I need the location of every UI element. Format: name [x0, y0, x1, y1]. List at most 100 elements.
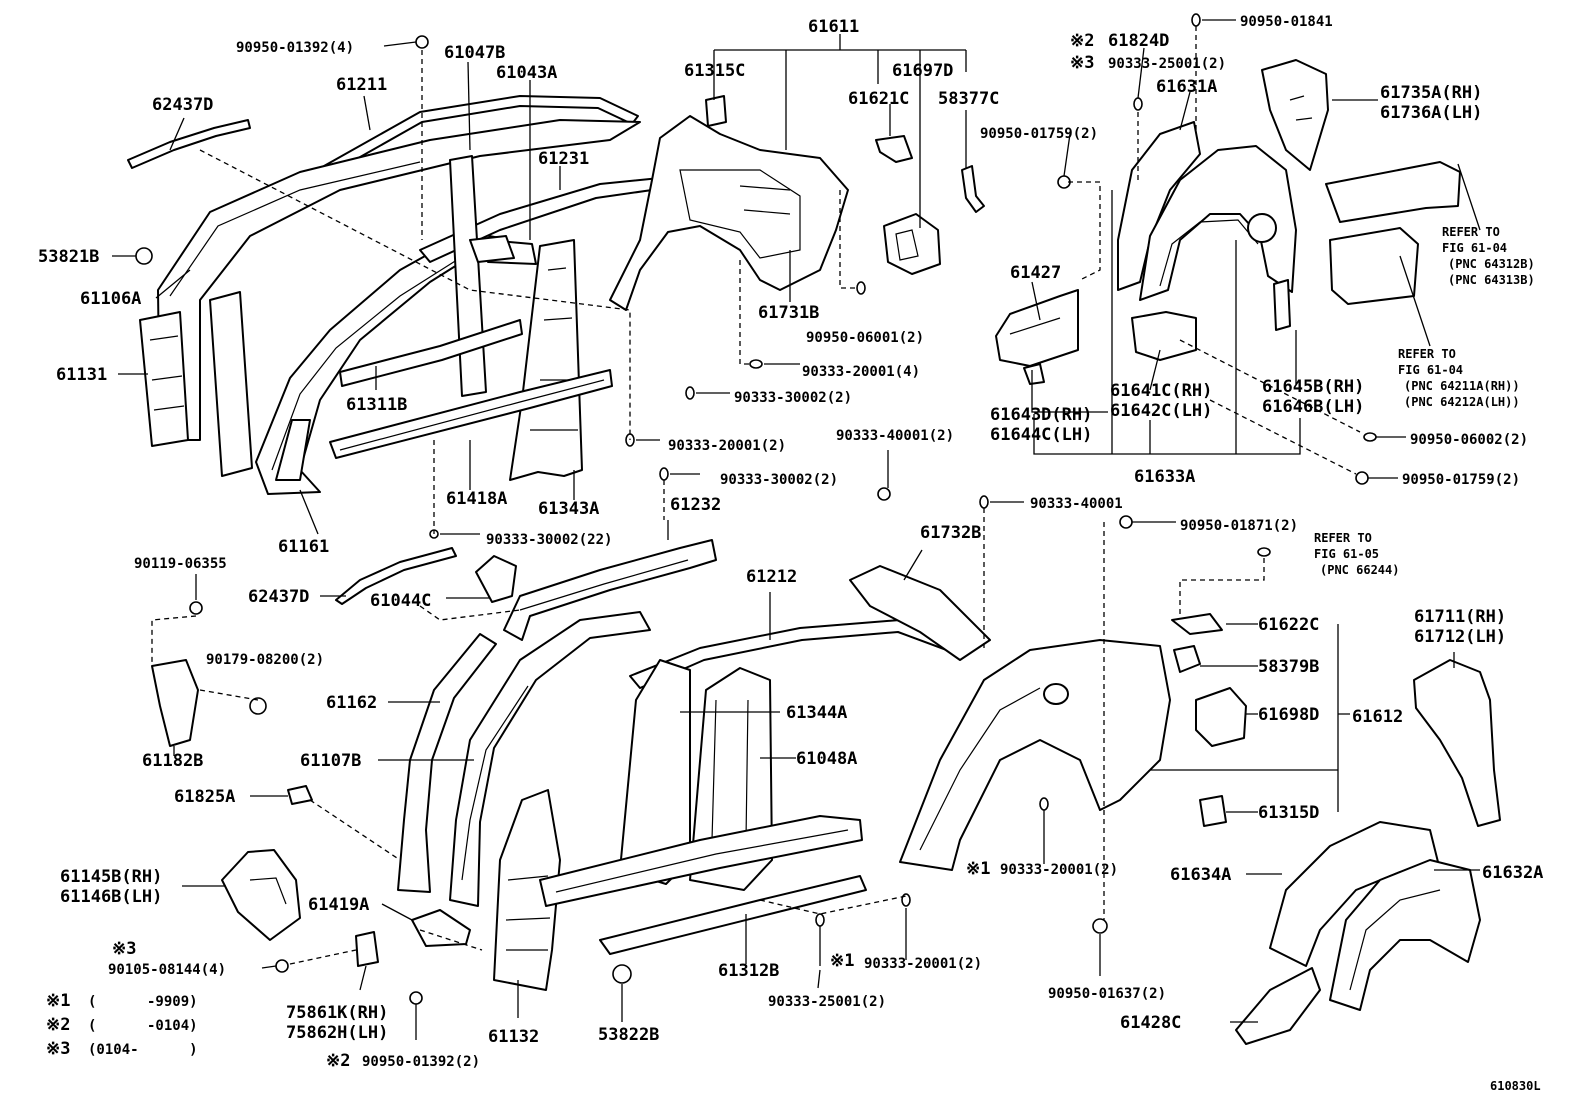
refer-61-04-a-line1: REFER TO — [1442, 225, 1500, 239]
label-90950-01392-b: 90950-01392(2) — [362, 1054, 480, 1070]
label-61732B: 61732B — [920, 523, 981, 543]
label-61312B: 61312B — [718, 961, 779, 981]
mark-3-top: ※3 — [1070, 53, 1094, 73]
label-61825A: 61825A — [174, 787, 235, 807]
label-61132: 61132 — [488, 1027, 539, 1047]
mark-2-top: ※2 — [1070, 31, 1094, 51]
label-61106A: 61106A — [80, 289, 141, 309]
legend-text-2: ( -0104) — [88, 1018, 198, 1034]
label-61622C: 61622C — [1258, 615, 1319, 635]
label-61162: 61162 — [326, 693, 377, 713]
refer-61-04-a-line3: (PNC 64312B) — [1448, 257, 1535, 271]
refer-61-05-line1: REFER TO — [1314, 531, 1372, 545]
refer-61-04-b-line4: (PNC 64212A(LH)) — [1404, 395, 1520, 409]
label-61735A: 61735A(RH) — [1380, 83, 1482, 103]
label-90950-01637: 90950-01637(2) — [1048, 986, 1166, 1002]
label-90333-30002-b: 90333-30002(2) — [720, 472, 838, 488]
label-61419A: 61419A — [308, 895, 369, 915]
label-61182B: 61182B — [142, 751, 203, 771]
label-61612: 61612 — [1352, 707, 1403, 727]
refer-61-04-b-line3: (PNC 64211A(RH)) — [1404, 379, 1520, 393]
label-61736A: 61736A(LH) — [1380, 103, 1482, 123]
label-90950-01392-4: 90950-01392(4) — [236, 40, 354, 56]
label-61428C: 61428C — [1120, 1013, 1181, 1033]
mark-1-b: ※1 — [966, 859, 990, 879]
label-62437D: 62437D — [152, 95, 213, 115]
label-90333-25001-top: 90333-25001(2) — [1108, 56, 1226, 72]
label-61311B: 61311B — [346, 395, 407, 415]
label-61644C: 61644C(LH) — [990, 425, 1092, 445]
label-61315C: 61315C — [684, 61, 745, 81]
label-61641C: 61641C(RH) — [1110, 381, 1212, 401]
label-61621C: 61621C — [848, 89, 909, 109]
label-61146B: 61146B(LH) — [60, 887, 162, 907]
label-58379B: 58379B — [1258, 657, 1319, 677]
label-61212: 61212 — [746, 567, 797, 587]
label-90333-40001: 90333-40001 — [1030, 496, 1123, 512]
upper-side-member-assembly — [127, 95, 661, 495]
label-61642C: 61642C(LH) — [1110, 401, 1212, 421]
legend-mark-1: ※1 — [46, 991, 70, 1011]
lower-side-member-assembly — [151, 539, 1501, 1045]
label-61043A: 61043A — [496, 63, 557, 83]
label-90333-30002-22: 90333-30002(22) — [486, 532, 612, 548]
label-61343A: 61343A — [538, 499, 599, 519]
legend-text-1: ( -9909) — [88, 994, 198, 1010]
label-61711: 61711(RH) — [1414, 607, 1506, 627]
refer-61-05-line3: (PNC 66244) — [1320, 563, 1399, 577]
label-75861K: 75861K(RH) — [286, 1003, 388, 1023]
rear-wheel-house-upper — [995, 59, 1461, 385]
label-58377C: 58377C — [938, 89, 999, 109]
label-61344A: 61344A — [786, 703, 847, 723]
label-61824D: 61824D — [1108, 31, 1169, 51]
label-61048A: 61048A — [796, 749, 857, 769]
label-90119-06355: 90119-06355 — [134, 556, 227, 572]
label-61161: 61161 — [278, 537, 329, 557]
label-61131: 61131 — [56, 365, 107, 385]
label-61611: 61611 — [808, 17, 859, 37]
label-90950-06002: 90950-06002(2) — [1410, 432, 1528, 448]
label-75862H: 75862H(LH) — [286, 1023, 388, 1043]
legend-text-3: (0104- ) — [88, 1042, 198, 1058]
label-61047B: 61047B — [444, 43, 505, 63]
label-61698D: 61698D — [1258, 705, 1319, 725]
label-90333-20001-c: 90333-20001(2) — [864, 956, 982, 972]
label-61107B: 61107B — [300, 751, 361, 771]
label-61427: 61427 — [1010, 263, 1061, 283]
mark-1-c: ※1 — [830, 951, 854, 971]
label-61645B: 61645B(RH) — [1262, 377, 1364, 397]
label-53822B: 53822B — [598, 1025, 659, 1045]
refer-61-05-line2: FIG 61-05 — [1314, 547, 1379, 561]
mark-2-b: ※2 — [326, 1051, 350, 1071]
label-90333-20001-a: 90333-20001(2) — [668, 438, 786, 454]
mark-3-b: ※3 — [112, 939, 136, 959]
label-61418A: 61418A — [446, 489, 507, 509]
label-90179-08200: 90179-08200(2) — [206, 652, 324, 668]
label-61633A: 61633A — [1134, 467, 1195, 487]
label-90333-20001-b: 90333-20001(2) — [1000, 862, 1118, 878]
label-61232: 61232 — [670, 495, 721, 515]
label-90333-40001-2: 90333-40001(2) — [836, 428, 954, 444]
label-90105-08144: 90105-08144(4) — [108, 962, 226, 978]
label-61731B: 61731B — [758, 303, 819, 323]
label-61646B: 61646B(LH) — [1262, 397, 1364, 417]
fasteners — [135, 13, 1377, 1005]
refer-61-04-b-line2: FIG 61-04 — [1398, 363, 1463, 377]
refer-61-04-a-line4: (PNC 64313B) — [1448, 273, 1535, 287]
refer-61-04-b-line1: REFER TO — [1398, 347, 1456, 361]
legend: ※1 ( -9909) ※2 ( -0104) ※3 (0104- ) — [46, 991, 198, 1059]
label-90333-25001-b: 90333-25001(2) — [768, 994, 886, 1010]
label-90950-01871: 90950-01871(2) — [1180, 518, 1298, 534]
label-61315D: 61315D — [1258, 803, 1319, 823]
label-90333-30002-a: 90333-30002(2) — [734, 390, 852, 406]
label-61697D: 61697D — [892, 61, 953, 81]
label-61634A: 61634A — [1170, 865, 1231, 885]
refer-61-04-a-line2: FIG 61-04 — [1442, 241, 1507, 255]
label-90950-01759-b: 90950-01759(2) — [1402, 472, 1520, 488]
label-62437D-b: 62437D — [248, 587, 309, 607]
label-61231: 61231 — [538, 149, 589, 169]
label-90950-06001: 90950-06001(2) — [806, 330, 924, 346]
part-labels: 90950-01392(4) 62437D 61211 61047B 61043… — [38, 14, 1543, 1071]
